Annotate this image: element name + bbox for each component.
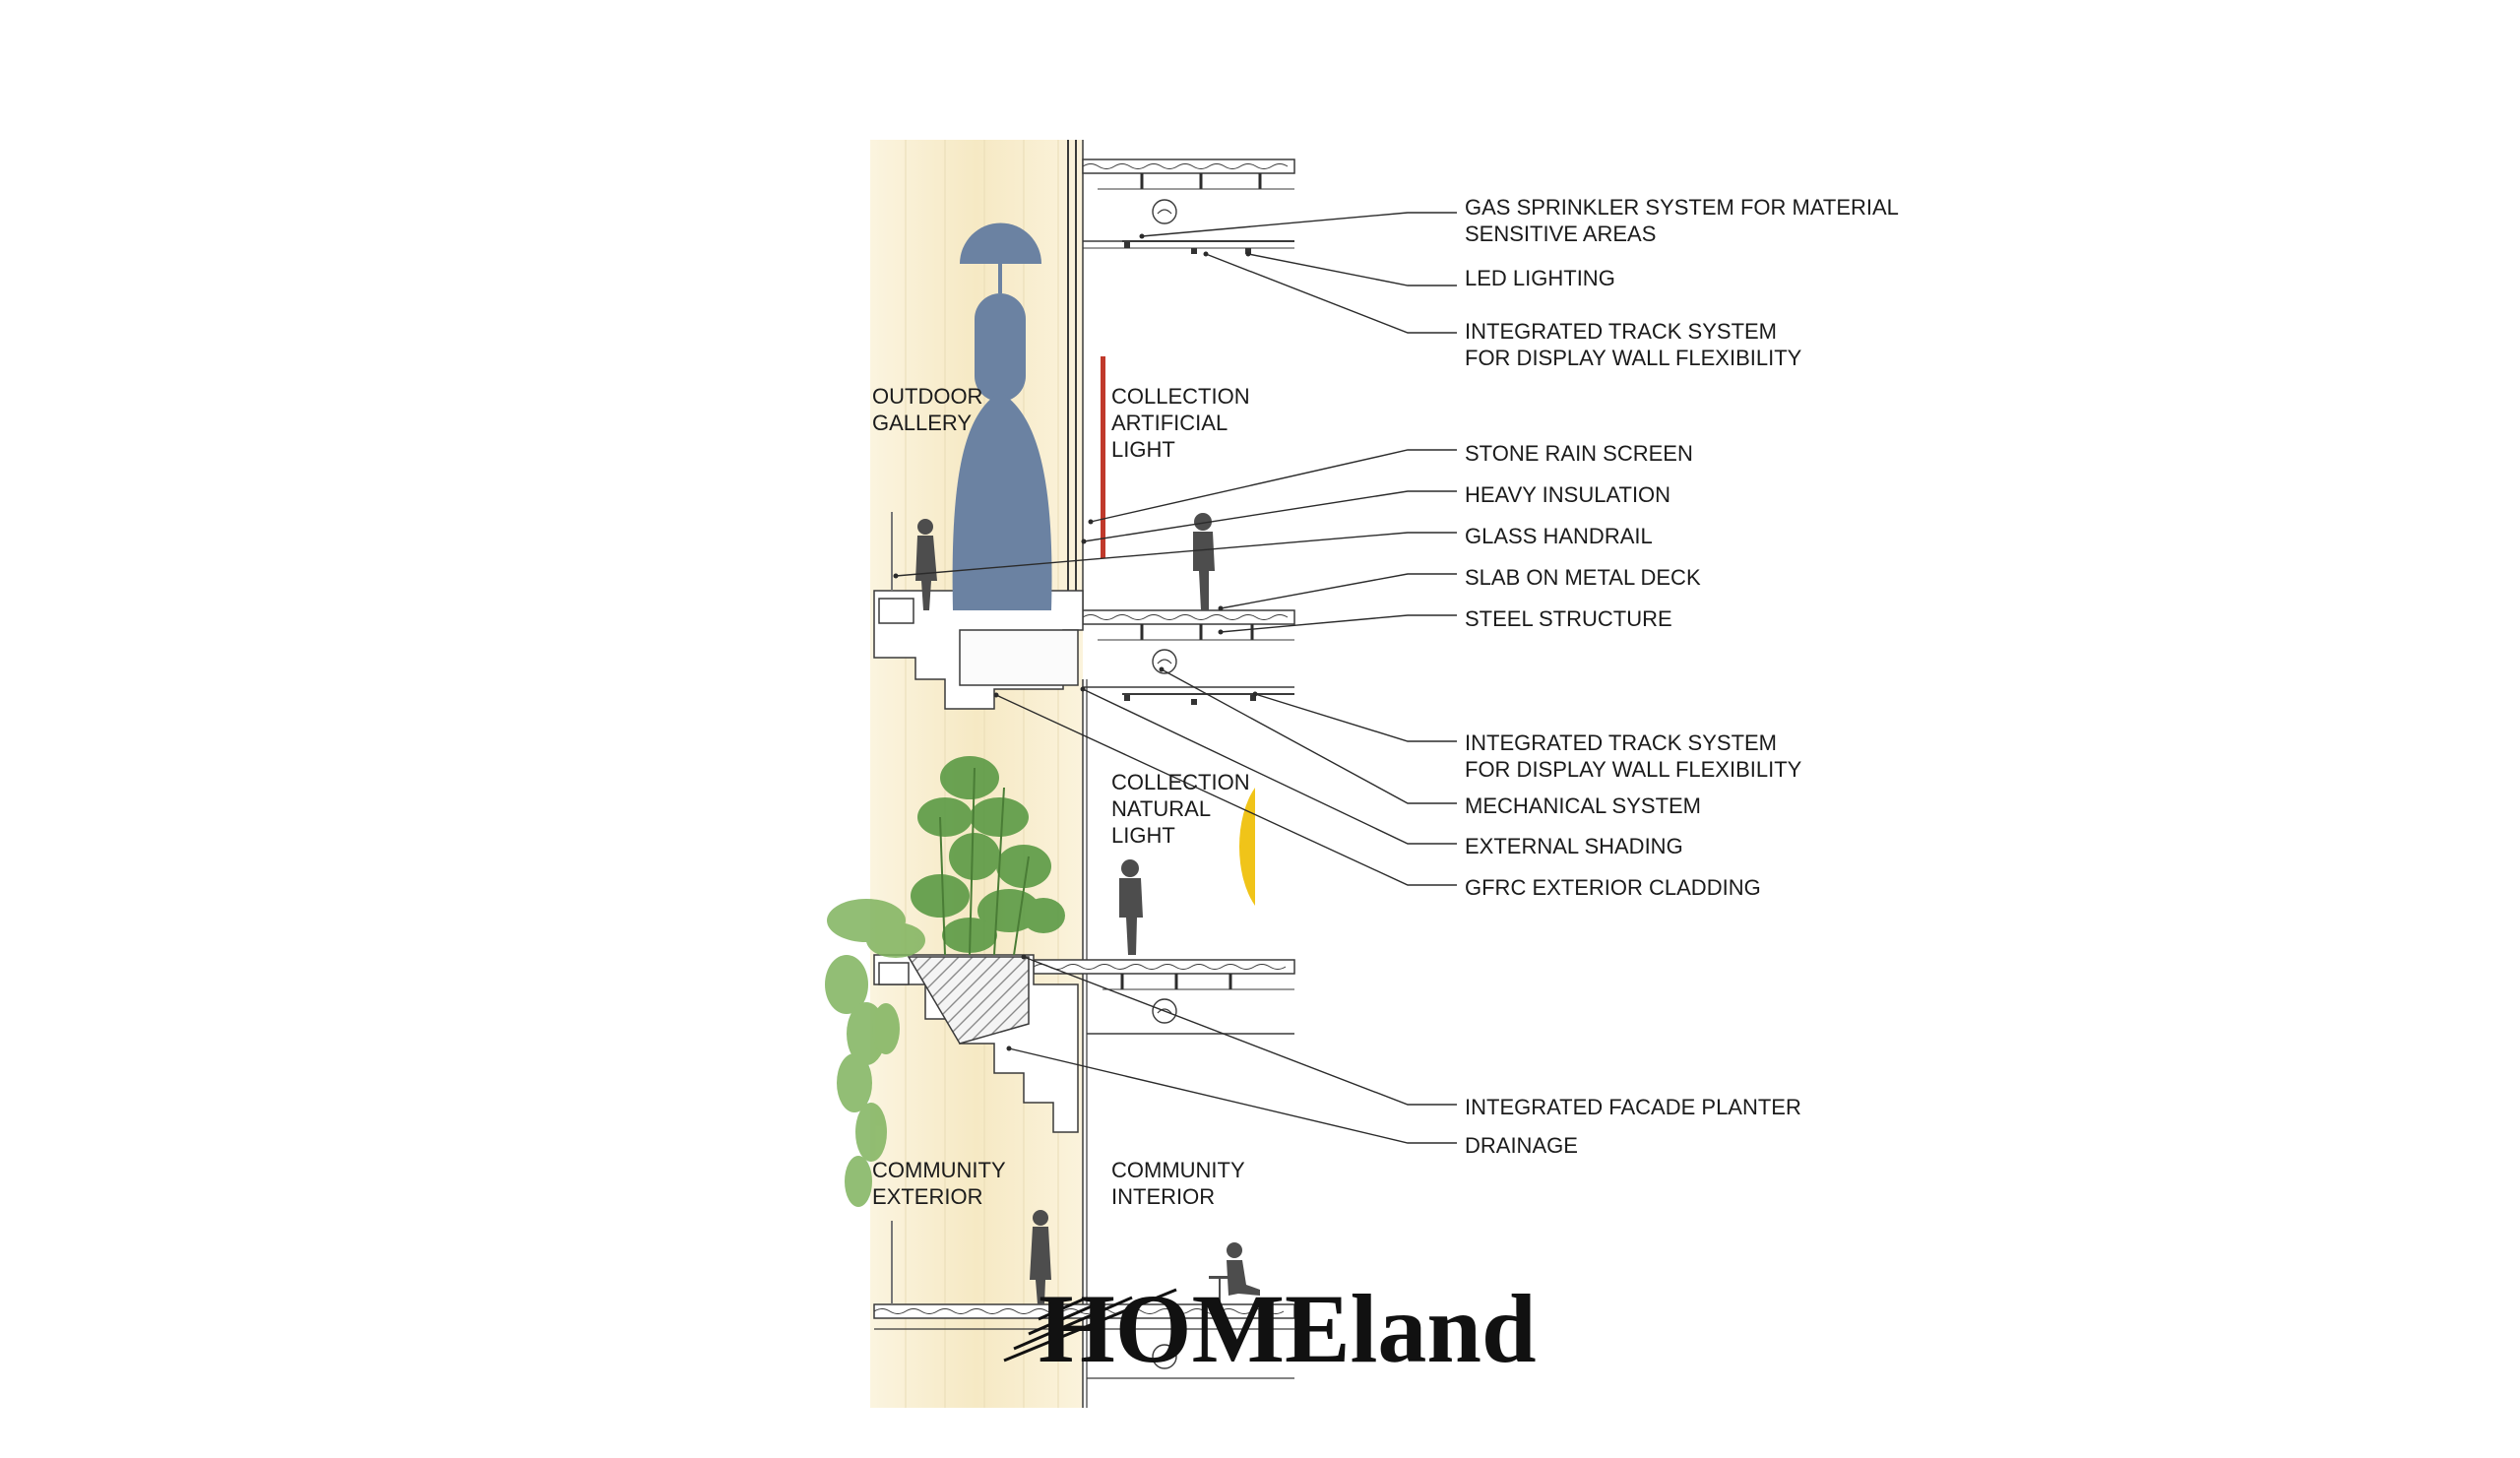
logo-wordmark: HOMEland — [1039, 1274, 1537, 1383]
callout-led-lighting: LED LIGHTING — [1465, 266, 1615, 290]
led-fixtures — [1124, 242, 1256, 705]
natural-light-arc — [1238, 788, 1255, 906]
zone-label-community-interior: COMMUNITY INTERIOR — [1111, 1158, 1250, 1209]
callout-facade-planter: INTEGRATED FACADE PLANTER — [1465, 1095, 1801, 1119]
callout-steel-structure: STEEL STRUCTURE — [1465, 606, 1672, 631]
callout-glass-handrail: GLASS HANDRAIL — [1465, 524, 1653, 548]
callout-drainage: DRAINAGE — [1465, 1133, 1578, 1158]
callout-gfrc-cladding: GFRC EXTERIOR CLADDING — [1465, 875, 1761, 900]
callout-gas-sprinkler: GAS SPRINKLER SYSTEM FOR MATERIAL SENSIT… — [1465, 195, 1904, 246]
floor-slabs — [873, 158, 1295, 1379]
callout-mechanical-system: MECHANICAL SYSTEM — [1465, 793, 1701, 818]
figure-artificial-light — [1193, 513, 1215, 610]
homeland-logo: HOMEland — [1003, 1274, 1537, 1383]
figure-community-exterior — [1030, 1210, 1051, 1304]
facade-planter — [907, 956, 1030, 1045]
callout-labels: GAS SPRINKLER SYSTEM FOR MATERIAL SENSIT… — [1465, 195, 1904, 1158]
logo-slash-marks — [1003, 1288, 1177, 1363]
callout-external-shading: EXTERNAL SHADING — [1465, 834, 1683, 858]
human-figures — [915, 513, 1260, 1304]
zone-label-community-exterior: COMMUNITY EXTERIOR — [872, 1158, 1011, 1209]
facade-wall — [1067, 140, 1088, 1408]
callout-heavy-insulation: HEAVY INSULATION — [1465, 482, 1670, 507]
zone-label-collection-natural-light: COLLECTION NATURAL LIGHT — [1111, 770, 1256, 848]
callout-slab-metal-deck: SLAB ON METAL DECK — [1465, 565, 1701, 590]
planter-plants — [825, 756, 1065, 1207]
figure-natural-light — [1119, 859, 1143, 955]
zone-label-collection-artificial-light: COLLECTION ARTIFICIAL LIGHT — [1111, 384, 1256, 462]
zone-label-outdoor-gallery: OUTDOOR GALLERY — [872, 384, 989, 435]
figure-community-interior — [1209, 1242, 1260, 1304]
steel-beams — [1120, 173, 1262, 989]
callout-track-system-lower: INTEGRATED TRACK SYSTEM FOR DISPLAY WALL… — [1465, 730, 1802, 782]
leader-dots — [893, 233, 1258, 1051]
leader-lines — [895, 212, 1457, 1144]
callout-stone-rain-screen: STONE RAIN SCREEN — [1465, 441, 1693, 466]
artificial-light-bar — [1101, 356, 1105, 558]
ceiling-systems — [1098, 188, 1294, 1369]
callout-track-system-upper: INTEGRATED TRACK SYSTEM FOR DISPLAY WALL… — [1465, 319, 1802, 370]
sculpture — [952, 222, 1052, 610]
